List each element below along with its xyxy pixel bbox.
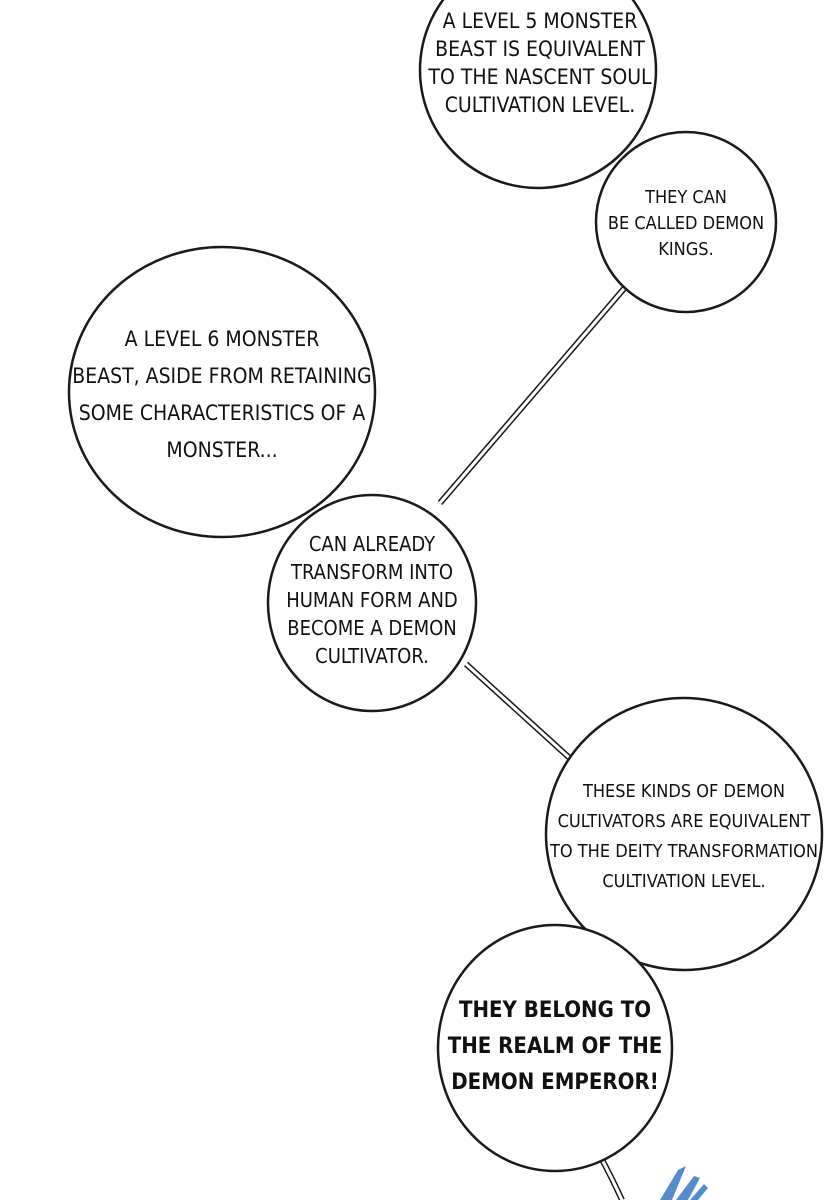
blue-streak-3	[690, 1184, 708, 1200]
bubble-line: TO THE DEITY TRANSFORMATION	[550, 841, 818, 862]
bubble-line: THE REALM OF THE	[447, 1034, 663, 1059]
bubble-line: CULTIVATION LEVEL.	[602, 871, 766, 892]
blue-streak-1	[660, 1166, 686, 1200]
bubble-line: A LEVEL 6 MONSTER	[124, 327, 320, 351]
speech-bubble-demon-emperor: THEY BELONG TO THE REALM OF THE DEMON EM…	[447, 994, 663, 1100]
speech-bubble-deity-transformation: THESE KINDS OF DEMON CULTIVATORS ARE EQU…	[550, 773, 818, 901]
bubble-line: KINGS.	[658, 239, 714, 260]
bubble-shape-level-5-beast	[418, 0, 658, 190]
bubble-line: BEAST, ASIDE FROM RETAINING	[72, 364, 372, 388]
blue-energy-streaks	[660, 1166, 708, 1200]
speech-bubble-level-6-beast: A LEVEL 6 MONSTER BEAST, ASIDE FROM RETA…	[72, 320, 371, 470]
bubble-line: TO THE NASCENT SOUL	[428, 65, 652, 89]
speech-bubble-level-5-beast: A LEVEL 5 MONSTER BEAST IS EQUIVALENT TO…	[428, 8, 651, 118]
bubble-line: A LEVEL 5 MONSTER	[442, 9, 638, 33]
bubble-line: THESE KINDS OF DEMON	[582, 781, 786, 802]
bubble-line: TRANSFORM INTO	[290, 560, 454, 584]
bubble-line: MONSTER...	[166, 438, 278, 462]
speech-bubble-human-form: CAN ALREADY TRANSFORM INTO HUMAN FORM AN…	[282, 528, 462, 672]
speech-bubble-demon-kings: THEY CAN BE CALLED DEMON KINGS.	[606, 184, 766, 264]
bubble-line: CULTIVATOR.	[315, 644, 429, 668]
bubble-line: CAN ALREADY	[308, 532, 436, 556]
bubble-line: CULTIVATION LEVEL.	[444, 93, 636, 117]
bubble-shape-deity-transformation	[544, 696, 824, 972]
blue-streak-2	[676, 1176, 700, 1200]
bubble-line: THEY CAN	[645, 187, 727, 208]
bubble-line: CULTIVATORS ARE EQUIVALENT	[557, 811, 811, 832]
bubble-shape-human-form	[266, 493, 478, 713]
bubble-line: BECOME A DEMON	[287, 616, 457, 640]
bubble-line: HUMAN FORM AND	[286, 588, 458, 612]
bubble-line: SOME CHARACTERISTICS OF A	[78, 401, 366, 425]
bubble-line: BEAST IS EQUIVALENT	[435, 37, 645, 61]
bubble-shape-demon-kings	[594, 130, 778, 314]
bubble-line: BE CALLED DEMON	[607, 213, 765, 234]
bubble-shape-demon-emperor	[436, 923, 674, 1173]
bubble-shape-level-6-beast	[67, 245, 377, 539]
bubble-line: THEY BELONG TO	[458, 998, 652, 1023]
bubble-line: DEMON EMPEROR!	[451, 1070, 659, 1095]
